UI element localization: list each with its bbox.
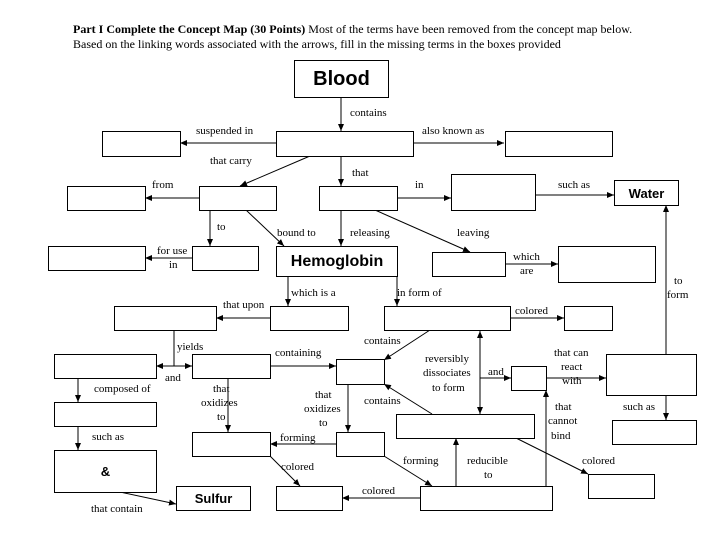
link-label: react bbox=[561, 361, 583, 373]
link-label: colored bbox=[281, 461, 314, 473]
link-label: and bbox=[488, 366, 504, 378]
link-label: bind bbox=[551, 430, 571, 442]
link-label: colored bbox=[582, 455, 615, 467]
link-label: colored bbox=[515, 305, 548, 317]
link-label: reducible bbox=[467, 455, 508, 467]
link-label: reversibly bbox=[425, 353, 469, 365]
blank-box-react[interactable] bbox=[606, 354, 697, 396]
link-label: and bbox=[165, 372, 181, 384]
blank-box-colored-br[interactable] bbox=[588, 474, 655, 499]
blank-box-carry[interactable] bbox=[199, 186, 277, 211]
blank-box-in[interactable] bbox=[451, 174, 536, 211]
link-label: forming bbox=[280, 432, 316, 444]
blank-box-and[interactable] bbox=[511, 366, 547, 391]
link-label: to form bbox=[432, 382, 465, 394]
blank-box-aka[interactable] bbox=[505, 131, 613, 157]
blank-box-yields-r[interactable] bbox=[192, 354, 271, 379]
link-label: that can bbox=[554, 347, 589, 359]
blank-box-colored-r[interactable] bbox=[564, 306, 613, 331]
link-label: to bbox=[217, 411, 226, 423]
link-label: form bbox=[667, 289, 689, 301]
link-label: colored bbox=[362, 485, 395, 497]
blank-box-colored-bl[interactable] bbox=[276, 486, 343, 511]
link-label: dissociates bbox=[423, 367, 471, 379]
link-label: forming bbox=[403, 455, 439, 467]
link-label: also known as bbox=[422, 125, 485, 137]
link-label: to bbox=[484, 469, 493, 481]
link-label: with bbox=[562, 375, 582, 387]
link-label: such as bbox=[623, 401, 656, 413]
blank-box-suspended[interactable] bbox=[102, 131, 181, 157]
instructions: Part I Complete the Concept Map (30 Poin… bbox=[73, 22, 713, 52]
blank-box-leaving[interactable] bbox=[432, 252, 506, 277]
link-label: contains bbox=[364, 335, 401, 347]
link-label: leaving bbox=[457, 227, 490, 239]
blank-box-foruse[interactable] bbox=[48, 246, 146, 271]
term-hemoglobin: Hemoglobin bbox=[276, 246, 398, 277]
link-label: oxidizes bbox=[201, 397, 238, 409]
link-label: containing bbox=[275, 347, 322, 359]
link-label: contains bbox=[350, 107, 387, 119]
link-label: releasing bbox=[350, 227, 390, 239]
blank-box-inform[interactable] bbox=[384, 306, 511, 331]
blank-box-forming[interactable] bbox=[336, 432, 385, 457]
link-label: in bbox=[415, 179, 424, 191]
link-label: yields bbox=[177, 341, 204, 353]
link-label: which bbox=[513, 251, 540, 263]
link-label: such as bbox=[558, 179, 591, 191]
link-label: that contain bbox=[91, 503, 143, 515]
link-label: that bbox=[352, 167, 369, 179]
blank-box-upon[interactable] bbox=[114, 306, 217, 331]
link-label: to bbox=[217, 221, 226, 233]
link-label: that upon bbox=[223, 299, 265, 311]
blank-box-that[interactable] bbox=[319, 186, 398, 211]
link-label: in bbox=[169, 259, 178, 271]
link-label: suspended in bbox=[196, 125, 254, 137]
link-label: are bbox=[520, 265, 534, 277]
link-label: which is a bbox=[291, 287, 336, 299]
link-label: in form of bbox=[397, 287, 442, 299]
blank-box-contains[interactable] bbox=[336, 359, 385, 385]
instructions-line2: Based on the linking words associated wi… bbox=[73, 37, 561, 51]
link-label: cannot bbox=[548, 415, 578, 427]
link-label: to bbox=[674, 275, 683, 287]
link-label: that carry bbox=[210, 155, 252, 167]
blank-box-to[interactable] bbox=[192, 246, 259, 271]
blank-box-plasma[interactable] bbox=[276, 131, 414, 157]
blank-box-composed[interactable] bbox=[54, 402, 157, 427]
instructions-line1: Most of the terms have been removed from… bbox=[305, 22, 633, 36]
link-label: that bbox=[213, 383, 230, 395]
blank-box-bottom[interactable] bbox=[420, 486, 553, 511]
blank-box-ampersand[interactable]: & bbox=[54, 450, 157, 493]
term-sulfur: Sulfur bbox=[176, 486, 251, 511]
link-label: composed of bbox=[94, 383, 151, 395]
blank-box-whichisa[interactable] bbox=[270, 306, 349, 331]
blank-box-yields-l[interactable] bbox=[54, 354, 157, 379]
term-water: Water bbox=[614, 180, 679, 206]
link-label: that bbox=[315, 389, 332, 401]
blank-box-whichare[interactable] bbox=[558, 246, 656, 283]
link-label: bound to bbox=[277, 227, 316, 239]
link-label: contains bbox=[364, 395, 401, 407]
link-label: to bbox=[319, 417, 328, 429]
term-blood: Blood bbox=[294, 60, 389, 98]
link-label: such as bbox=[92, 431, 125, 443]
link-label: from bbox=[152, 179, 174, 191]
blank-box-from[interactable] bbox=[67, 186, 146, 211]
blank-box-suchas-r[interactable] bbox=[612, 420, 697, 445]
link-label: for use bbox=[157, 245, 188, 257]
blank-box-oxidizes[interactable] bbox=[192, 432, 271, 457]
link-label: that bbox=[555, 401, 572, 413]
instructions-title: Part I Complete the Concept Map (30 Poin… bbox=[73, 22, 306, 36]
link-label: oxidizes bbox=[304, 403, 341, 415]
blank-box-long[interactable] bbox=[396, 414, 535, 439]
